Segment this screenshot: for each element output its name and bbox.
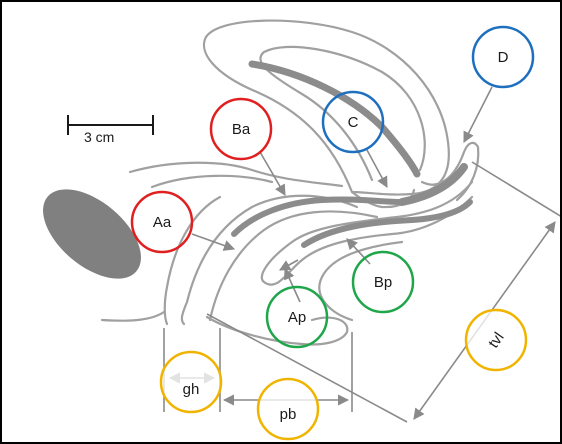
canal-arrow-lower — [279, 259, 299, 271]
marker-pb: pb — [256, 377, 320, 441]
tvl-top-guide — [471, 161, 560, 217]
canal-arrows — [279, 259, 299, 271]
marker-ba: Ba — [209, 97, 273, 161]
arrow-bp — [346, 238, 371, 265]
scale-bar: 3 cm — [67, 115, 154, 145]
pubic-bone-shape — [43, 189, 141, 279]
marker-bp-label: Bp — [374, 274, 392, 291]
marker-ap: Ap — [265, 285, 329, 349]
marker-aa: Aa — [130, 190, 194, 254]
vaginal-canal-top — [180, 194, 359, 326]
uterine-cavity-band — [248, 60, 421, 178]
thick-bands — [231, 60, 473, 248]
arrow-aa — [191, 233, 236, 251]
vaginal-band — [231, 196, 403, 237]
marker-ba-label: Ba — [232, 121, 251, 138]
arrow-d — [463, 86, 493, 143]
marker-pb-label: pb — [280, 406, 297, 423]
introitus-line — [100, 310, 166, 322]
anterior-wall-outer — [163, 195, 222, 326]
marker-c: C — [321, 90, 385, 154]
rectum-lower — [318, 240, 404, 322]
marker-aa-label: Aa — [153, 214, 172, 231]
perineal-body — [205, 315, 349, 346]
uterus-inner-line — [259, 45, 426, 182]
tvl-bottom-guide — [206, 313, 408, 423]
posterior-fornix-band — [398, 163, 468, 206]
marker-tvl: tvl — [464, 308, 528, 372]
arrow-ba — [259, 151, 286, 196]
marker-circles: Aa Ba C D Ap Bp gh pb — [130, 25, 535, 441]
scale-bar-label: 3 cm — [84, 129, 114, 145]
marker-c-label: C — [348, 114, 359, 131]
marker-d-label: D — [498, 49, 509, 66]
marker-ap-label: Ap — [288, 309, 306, 326]
arrow-ap — [284, 267, 301, 303]
marker-gh-label: gh — [183, 381, 200, 398]
posterior-fornix — [420, 141, 480, 202]
vaginal-wall-upper-2 — [150, 174, 274, 189]
anatomy-outlines — [43, 19, 480, 346]
marker-d: D — [471, 25, 535, 89]
arrow-c — [366, 149, 388, 188]
vaginal-wall-upper — [128, 161, 344, 188]
marker-bp: Bp — [351, 250, 415, 314]
rectal-band — [301, 199, 473, 248]
marker-gh: gh — [159, 350, 223, 414]
vaginal-canal-bottom — [208, 210, 379, 322]
rectum-outer — [260, 180, 474, 286]
